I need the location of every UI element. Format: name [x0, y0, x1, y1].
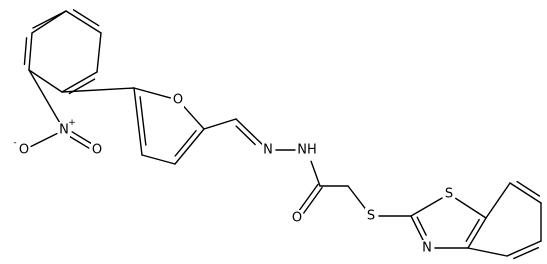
single-bond: [133, 87, 171, 99]
double-bond-inner-line: [416, 216, 427, 236]
atom-symbol: S: [367, 209, 375, 224]
double-bond-inner-line: [235, 125, 256, 146]
double-bond-line: [303, 186, 323, 214]
double-bond-line: [133, 87, 143, 156]
double-bond-line: [174, 128, 205, 165]
single-bond: [96, 32, 102, 73]
atom-label-background: [421, 240, 433, 256]
atom-symbol: O: [292, 211, 302, 226]
double-bond-line: [68, 135, 90, 149]
double-bond-line: [71, 131, 93, 145]
single-bond: [203, 118, 237, 130]
atom-o-carbonyl: O: [291, 210, 303, 226]
double-bond-inner-line: [174, 130, 197, 157]
atom-label-background: [172, 92, 184, 108]
single-bond: [347, 185, 367, 211]
atom-label-background: [58, 122, 70, 138]
atom-n-hydrazide: NH: [296, 142, 318, 158]
atom-symbol: O: [92, 143, 102, 158]
atom-o-nitro-neg: O-: [13, 138, 30, 158]
atom-symbol: N: [422, 241, 432, 256]
atom-symbol: N: [263, 143, 273, 158]
double-bond-line: [410, 215, 425, 242]
atom-n-nitro: N+: [58, 118, 76, 138]
single-bond: [141, 154, 176, 165]
atom-bt-n3: N: [421, 240, 433, 256]
double-bond-inner-line: [513, 246, 539, 260]
bond-layer: [23, 9, 542, 260]
double-bond-inner-line: [465, 218, 480, 242]
atom-symbol: NH: [297, 143, 317, 158]
double-bond-line: [506, 240, 542, 257]
double-bond-line: [298, 183, 319, 211]
double-bond-inner-line: [139, 96, 147, 146]
double-bond-line: [65, 10, 102, 34]
single-bond: [182, 105, 205, 130]
atom-label-background: [18, 142, 30, 158]
atom-symbol: N: [59, 123, 69, 138]
atom-label-background: [296, 142, 318, 158]
double-bond-inner-line: [23, 37, 28, 66]
atom-symbol: O: [173, 93, 183, 108]
double-bond-line: [509, 182, 542, 204]
single-bond: [28, 69, 63, 93]
atom-charge: -: [13, 138, 16, 148]
atom-label-background: [365, 208, 377, 224]
single-bond: [31, 10, 67, 34]
atom-symbol: S: [445, 187, 453, 202]
atom-label-background: [443, 186, 455, 202]
atom-label-background: [291, 210, 303, 226]
atom-charge: +: [68, 118, 76, 128]
atom-bt-s1: S: [443, 186, 455, 202]
double-bond-line: [28, 32, 33, 71]
double-bond-line: [235, 118, 263, 146]
single-bond: [310, 160, 321, 187]
single-bond: [61, 87, 135, 93]
double-bond-line: [467, 217, 487, 249]
atom-f-o: O: [172, 92, 184, 108]
single-bond: [28, 69, 61, 124]
atom-symbol: O: [19, 143, 29, 158]
atom-label-background: [262, 142, 274, 158]
atom-s-thio: S: [365, 208, 377, 224]
atom-label-background: [91, 142, 103, 158]
single-bond: [485, 182, 511, 219]
single-bond: [410, 197, 443, 217]
single-bond: [455, 197, 487, 219]
single-bond: [30, 132, 58, 148]
single-bond: [467, 247, 508, 257]
double-bond-inner-line: [72, 9, 100, 27]
atom-n-imine: N: [262, 142, 274, 158]
atom-o-nitro-dbl: O: [91, 142, 103, 158]
double-bond-inner-line: [516, 180, 541, 197]
double-bond-line: [61, 71, 98, 93]
